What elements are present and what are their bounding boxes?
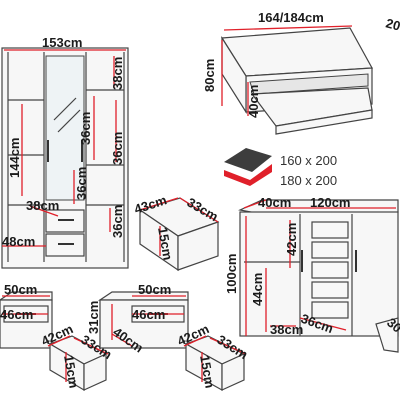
sideboard-shelf-height-label: 42cm [284, 223, 299, 256]
wardrobe-inner-drawer-label: 36cm [74, 167, 89, 200]
wardrobe-base-width-label: 48cm [2, 234, 35, 249]
bed-frame-height-label: 40cm [246, 85, 261, 118]
bed-size-icon [224, 148, 272, 172]
wardrobe-inner-shelf-label: 36cm [110, 132, 125, 165]
bed-size-1: 160 x 200 [280, 153, 337, 168]
sideboard-width-label: 120cm [310, 195, 350, 210]
nightstand-right-detail-height: 15cm [197, 354, 218, 389]
sideboard-lower-height-label: 44cm [250, 273, 265, 306]
nightstand-right-height-label: 31cm [86, 301, 101, 334]
bed-height-label: 80cm [202, 59, 217, 92]
bed-length-label: 20 [384, 15, 400, 33]
bed-width-label: 164/184cm [258, 10, 324, 25]
nightstand-right-drawer-label: 46cm [132, 307, 165, 322]
nightstand-left: 50cm 46cm 42cm 33cm 15cm [0, 282, 115, 392]
sideboard-drawer-width-label: 38cm [270, 322, 303, 337]
bed: 164/184cm 20 80cm 40cm 160 x 200 180 x 2… [202, 10, 400, 188]
sideboard: 40cm 120cm 100cm 42cm 44cm 38cm 36cm 30 [224, 195, 400, 353]
wardrobe-drawer-detail: 43cm 33cm 15cm [132, 192, 221, 272]
nightstand-left-drawer-label: 46cm [0, 307, 33, 322]
wardrobe-door-height-label: 144cm [7, 138, 22, 178]
nightstand-left-detail-height: 15cm [61, 354, 82, 389]
nightstand-right-width-label: 50cm [138, 282, 171, 297]
wardrobe-side-shelf-label: 36cm [78, 112, 93, 145]
wardrobe-width-label: 153cm [42, 35, 82, 50]
drawer-detail-height-label: 15cm [155, 226, 176, 261]
wardrobe-drawer-width-label: 38cm [26, 198, 59, 213]
nightstand-left-width-label: 50cm [4, 282, 37, 297]
sideboard-depth-label: 40cm [258, 195, 291, 210]
bed-size-2: 180 x 200 [280, 173, 337, 188]
nightstand-right: 50cm 31cm 46cm 40cm 42cm 33cm 15cm [86, 282, 251, 392]
wardrobe-top-shelf-label: 38cm [110, 57, 125, 90]
wardrobe-drawer-depth-label: 36cm [110, 205, 125, 238]
wardrobe: 153cm 38cm 144cm 36cm 36cm 38cm 36cm 36c… [1, 35, 129, 269]
sideboard-height-label: 100cm [224, 254, 239, 294]
